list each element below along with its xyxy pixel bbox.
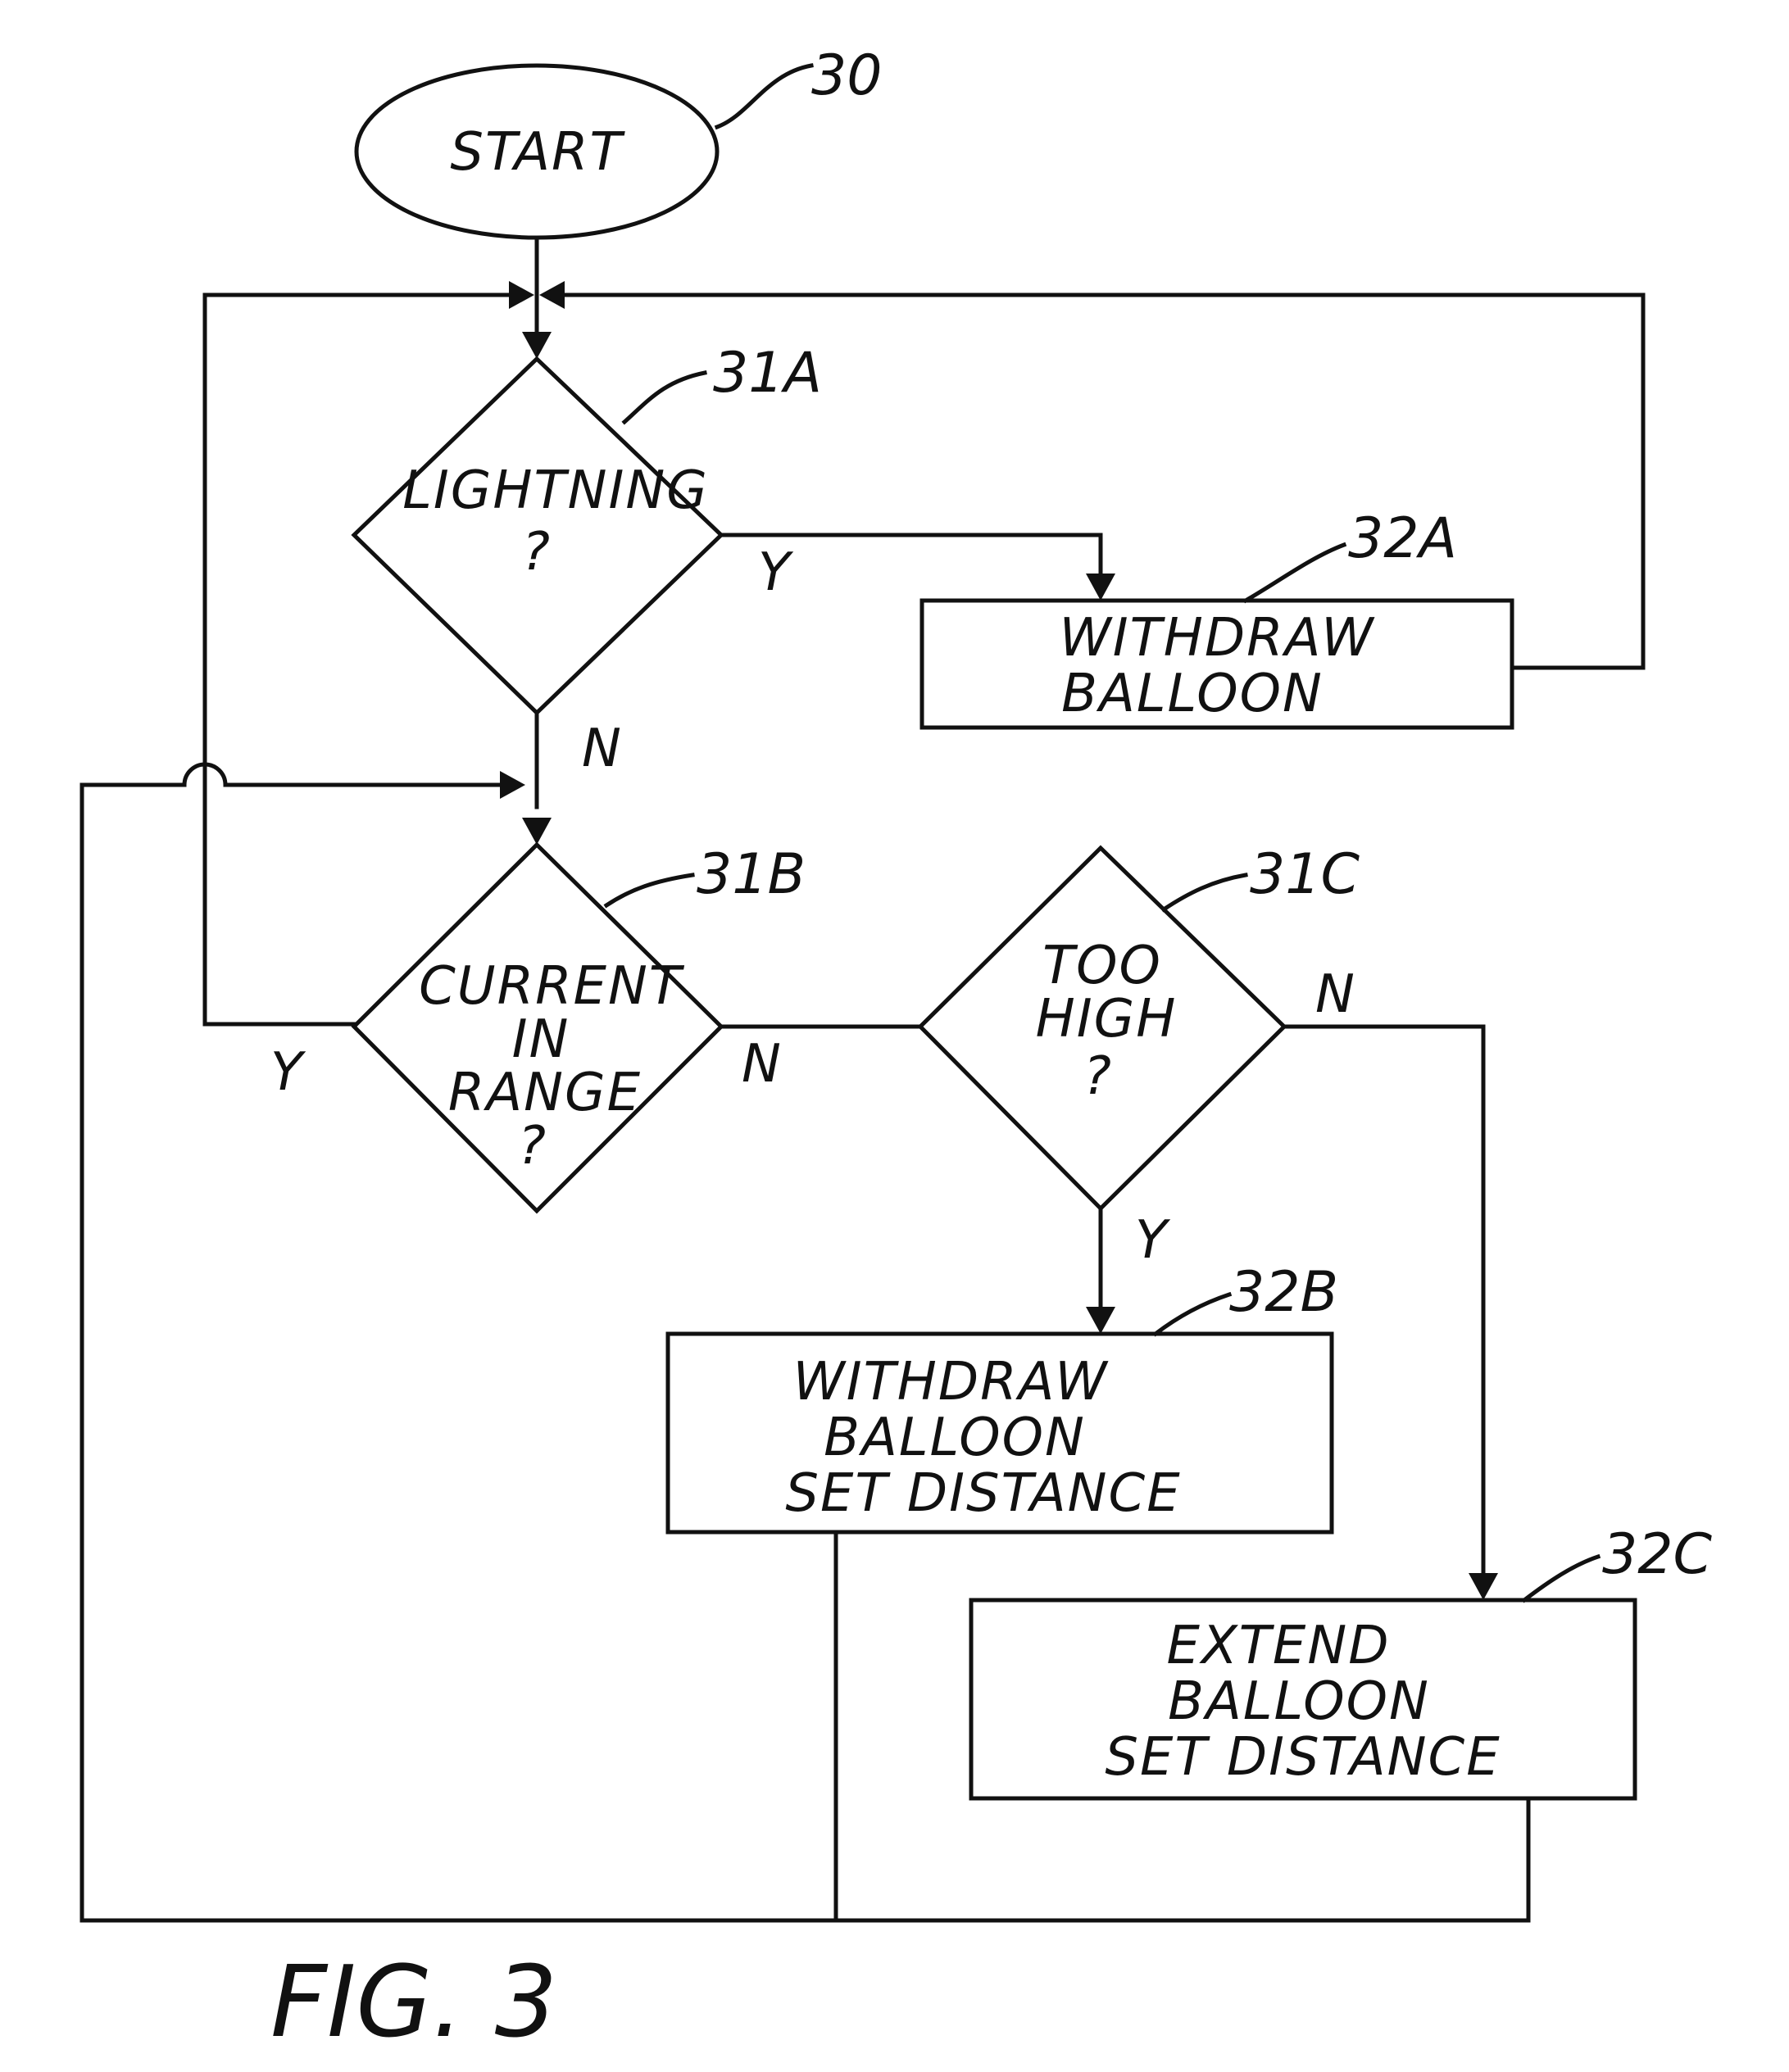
label-31c-no: N [1315,964,1355,1025]
process-32c: EXTEND BALLOON SET DISTANCE [969,1598,1637,1801]
start-oval [354,63,720,240]
decision-31b-diamond [351,841,724,1214]
process-32a-line-2: BALLOON [1061,664,1324,724]
leader-31c [1160,873,1248,913]
process-32b-box [665,1331,1334,1535]
figure-label: FIG. 3 [270,1946,557,2060]
arrow-into-32a [1086,574,1115,601]
edge-32a-return [550,292,1646,670]
decision-31a-line-2: ? [522,522,552,583]
decision-31a-line-1: LIGHTNING [402,460,709,521]
process-32a-box [919,598,1514,730]
decision-31c-line-1: TOO [1042,936,1162,996]
start-label: START [450,122,625,183]
decision-31c: TOO HIGH ? [917,845,1287,1212]
edge-31b-yes-loop [202,292,524,1027]
process-32b-line-2: BALLOON [824,1408,1086,1468]
ref-30: 30 [811,43,883,108]
decision-31b-line-2: IN [512,1009,570,1070]
label-31a-no: N [582,719,621,779]
leader-30 [714,63,814,130]
process-32b: WITHDRAW BALLOON SET DISTANCE [665,1331,1334,1535]
decision-31c-line-3: ? [1083,1046,1113,1107]
decision-31b-line-3: RANGE [448,1063,642,1123]
leader-32c [1521,1553,1601,1603]
reference-leaders [603,63,1601,1603]
decision-31a-diamond [351,356,724,716]
label-31c-yes: Y [1135,1210,1171,1271]
start-node: START [354,63,720,240]
arrow-left-loop-into-junction [509,281,534,309]
leader-32b [1152,1291,1233,1337]
leader-31b [603,873,695,909]
edge-31c-no [1282,1024,1486,1576]
decision-31a: LIGHTNING ? [351,356,724,716]
ref-31c: 31C [1250,842,1360,907]
arrow-return-into-31b [500,771,525,799]
decision-31b-line-4: ? [518,1116,547,1177]
arrow-into-31a [522,332,552,359]
edge-labels: Y N Y N Y N [270,542,1355,1271]
process-32c-box [969,1598,1637,1801]
reference-numerals: 30 31A 32A 31B 31C 32B 32C [697,43,1713,1587]
process-32a-line-1: WITHDRAW [1059,608,1375,669]
leader-32a [1242,542,1347,604]
decision-31c-line-2: HIGH [1036,989,1178,1050]
arrow-into-32b [1086,1307,1115,1334]
decision-31b: CURRENT IN RANGE ? [351,841,724,1214]
ref-31a: 31A [713,341,822,406]
decision-31b-line-1: CURRENT [419,956,685,1017]
process-32b-line-1: WITHDRAW [792,1352,1109,1412]
process-32c-line-3: SET DISTANCE [1105,1727,1501,1788]
arrow-into-32c [1469,1573,1498,1600]
ref-32c: 32C [1602,1522,1713,1587]
process-32b-line-3: SET DISTANCE [785,1463,1181,1524]
edge-bottom-return [79,762,1531,1923]
ref-32a: 32A [1348,506,1457,571]
label-31b-yes: Y [270,1042,306,1103]
process-32c-line-2: BALLOON [1168,1671,1430,1732]
ref-32b: 32B [1229,1260,1338,1325]
process-32c-line-1: EXTEND [1167,1616,1391,1676]
connectors [79,235,1646,1923]
edge-31a-yes [719,533,1103,576]
arrowheads [500,281,1498,1600]
arrow-right-loop-into-junction [539,281,565,309]
label-31b-no: N [742,1034,781,1095]
ref-31b: 31B [697,842,806,907]
arrow-into-31b [522,818,552,845]
decision-31c-diamond [917,845,1287,1212]
leader-31a [621,370,707,425]
process-32a: WITHDRAW BALLOON [919,598,1514,730]
label-31a-yes: Y [758,542,794,603]
